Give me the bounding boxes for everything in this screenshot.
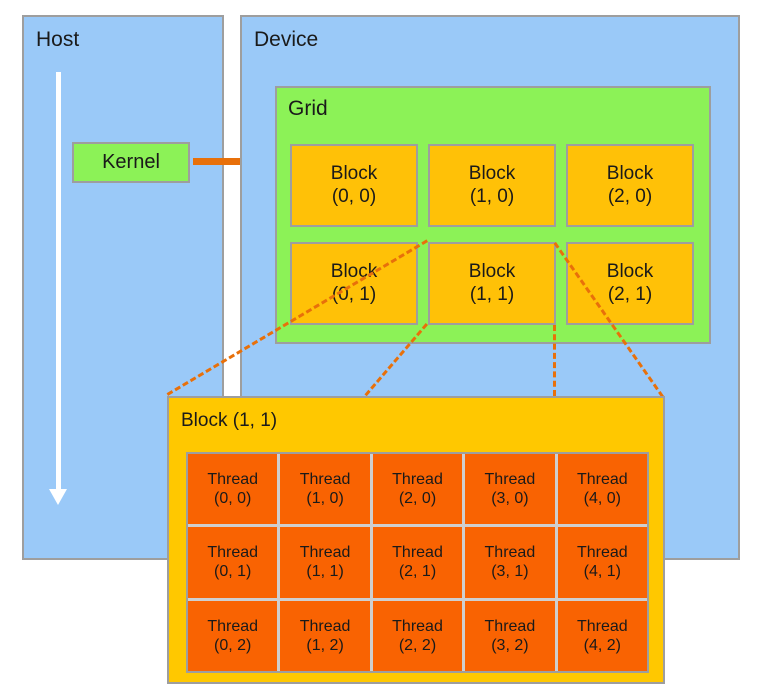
thread-name: Thread xyxy=(576,544,628,562)
block-index: (2, 0) xyxy=(607,185,653,207)
thread-index: (1, 0) xyxy=(306,490,344,508)
grid-block-2-1[interactable]: Block (2, 1) xyxy=(566,242,694,325)
device-title: Device xyxy=(254,28,319,51)
thread-cell-3-1[interactable]: Thread (3, 1) xyxy=(465,527,555,598)
grid-block-0-0[interactable]: Block (0, 0) xyxy=(290,144,418,227)
thread-name: Thread xyxy=(207,544,259,562)
thread-cell-2-1[interactable]: Thread (2, 1) xyxy=(372,527,463,598)
thread-index: (0, 1) xyxy=(214,563,252,581)
thread-index: (0, 2) xyxy=(214,636,252,654)
block-name: Block xyxy=(330,261,378,283)
block-name: Block xyxy=(606,261,654,283)
thread-name: Thread xyxy=(484,470,536,488)
thread-index: (4, 0) xyxy=(583,490,621,508)
grid-block-0-1[interactable]: Block (0, 1) xyxy=(290,242,418,325)
thread-cell-1-1[interactable]: Thread (1, 1) xyxy=(280,527,370,598)
thread-name: Thread xyxy=(207,470,259,488)
thread-index: (1, 1) xyxy=(306,563,344,581)
thread-name: Thread xyxy=(207,617,259,635)
thread-grid: Thread (0, 0) Thread (1, 0) Thread (2, 0… xyxy=(186,452,649,673)
block-index: (0, 1) xyxy=(331,283,377,305)
down-arrow-icon xyxy=(49,489,67,505)
thread-name: Thread xyxy=(299,470,351,488)
thread-index: (4, 1) xyxy=(583,563,621,581)
grid-block-2-0[interactable]: Block (2, 0) xyxy=(566,144,694,227)
host-timeline-shaft xyxy=(56,72,61,490)
thread-index: (1, 2) xyxy=(306,636,344,654)
thread-name: Thread xyxy=(299,544,351,562)
grid-block-1-1[interactable]: Block (1, 1) xyxy=(428,242,556,325)
connector-block-to-detail-mid-right xyxy=(553,325,556,396)
thread-cell-1-0[interactable]: Thread (1, 0) xyxy=(280,454,370,525)
block-name: Block xyxy=(468,163,516,185)
thread-name: Thread xyxy=(392,544,443,562)
thread-cell-0-2[interactable]: Thread (0, 2) xyxy=(188,600,278,671)
host-title: Host xyxy=(36,28,80,51)
block-index: (2, 1) xyxy=(607,283,653,305)
thread-index: (0, 0) xyxy=(214,490,252,508)
block-index: (1, 1) xyxy=(469,283,515,305)
thread-name: Thread xyxy=(392,617,443,635)
block-name: Block xyxy=(468,261,516,283)
kernel-box[interactable]: Kernel xyxy=(72,142,190,183)
block-detail-title: Block (1, 1) xyxy=(181,410,278,431)
thread-index: (3, 2) xyxy=(491,636,529,654)
thread-name: Thread xyxy=(484,544,536,562)
thread-cell-4-0[interactable]: Thread (4, 0) xyxy=(557,454,647,525)
thread-name: Thread xyxy=(299,617,351,635)
thread-cell-0-1[interactable]: Thread (0, 1) xyxy=(188,527,278,598)
thread-index: (2, 0) xyxy=(398,490,437,508)
thread-cell-0-0[interactable]: Thread (0, 0) xyxy=(188,454,278,525)
thread-name: Thread xyxy=(484,617,536,635)
kernel-label: Kernel xyxy=(102,151,160,173)
grid-block-1-0[interactable]: Block (1, 0) xyxy=(428,144,556,227)
thread-name: Thread xyxy=(576,470,628,488)
thread-cell-4-2[interactable]: Thread (4, 2) xyxy=(557,600,647,671)
thread-name: Thread xyxy=(576,617,628,635)
thread-index: (2, 1) xyxy=(398,563,437,581)
block-name: Block xyxy=(606,163,654,185)
thread-name: Thread xyxy=(392,470,443,488)
thread-cell-2-0[interactable]: Thread (2, 0) xyxy=(372,454,463,525)
thread-index: (2, 2) xyxy=(398,636,437,654)
thread-cell-3-0[interactable]: Thread (3, 0) xyxy=(465,454,555,525)
block-name: Block xyxy=(330,163,378,185)
host-panel: Host xyxy=(22,15,224,560)
kernel-launch-arrow-shaft xyxy=(193,158,251,165)
thread-index: (4, 2) xyxy=(583,636,621,654)
thread-cell-4-1[interactable]: Thread (4, 1) xyxy=(557,527,647,598)
block-index: (0, 0) xyxy=(331,185,377,207)
block-index: (1, 0) xyxy=(469,185,515,207)
thread-cell-3-2[interactable]: Thread (3, 2) xyxy=(465,600,555,671)
grid-title: Grid xyxy=(288,97,328,120)
thread-cell-2-2[interactable]: Thread (2, 2) xyxy=(372,600,463,671)
thread-index: (3, 0) xyxy=(491,490,529,508)
thread-cell-1-2[interactable]: Thread (1, 2) xyxy=(280,600,370,671)
thread-index: (3, 1) xyxy=(491,563,529,581)
